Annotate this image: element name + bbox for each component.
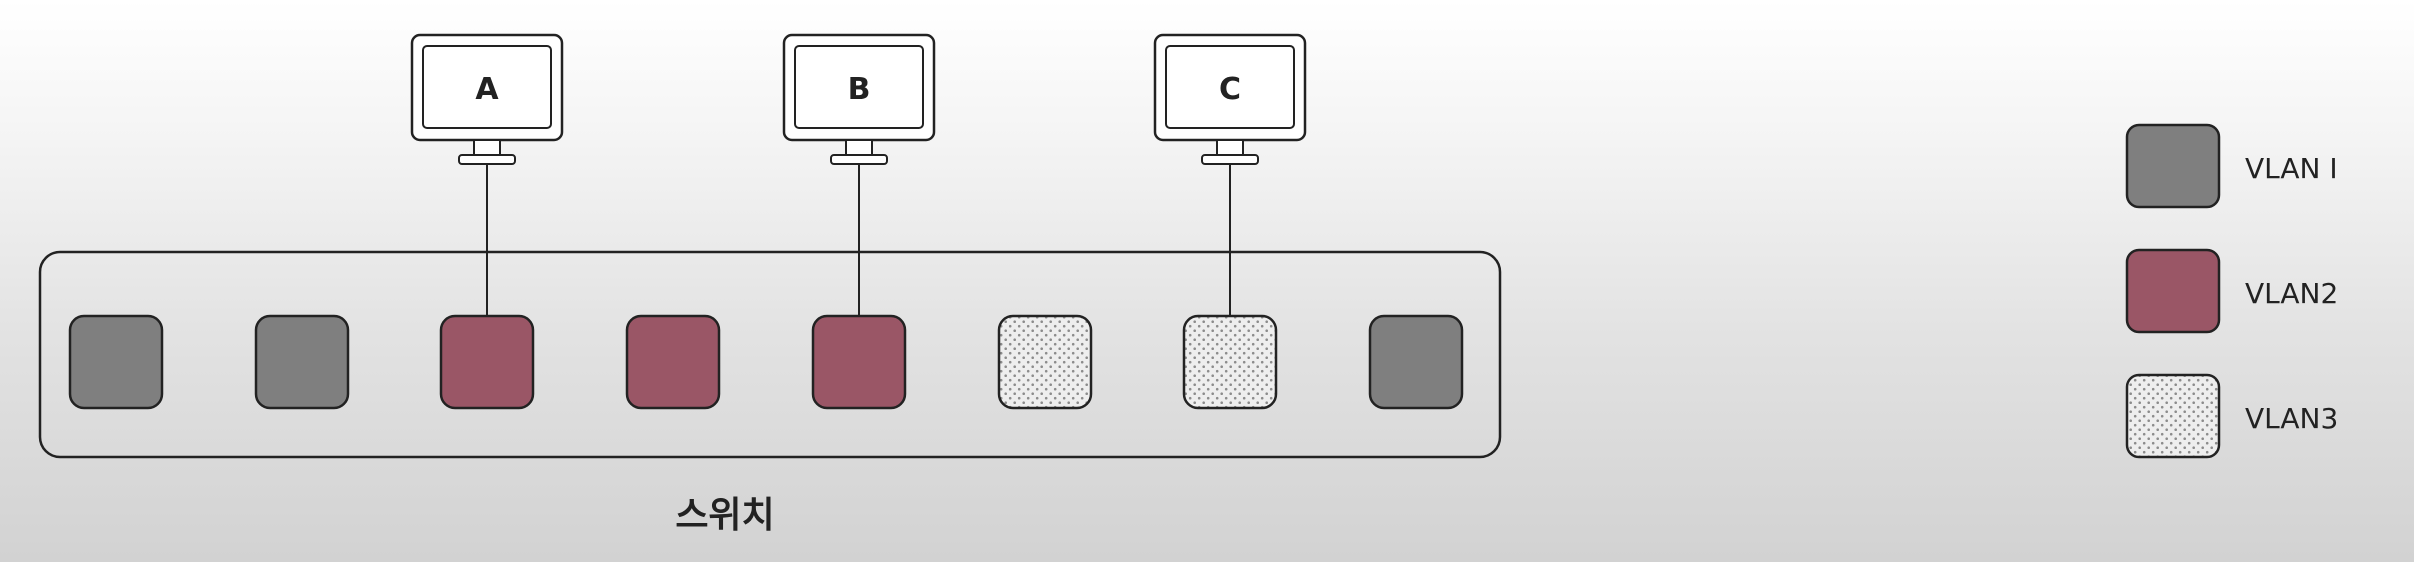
legend-item-vlan2: VLAN2	[2125, 248, 2338, 334]
legend-swatch-vlan1	[2125, 123, 2221, 209]
port-vlan3-6	[997, 314, 1093, 410]
legend-swatch-vlan2	[2125, 248, 2221, 334]
monitor-screen	[422, 45, 552, 129]
computer-b: B	[782, 33, 936, 165]
legend-swatch-vlan3	[2125, 373, 2221, 459]
legend-item-vlan1: VLAN I	[2125, 123, 2338, 209]
computer-label-c: C	[1219, 72, 1241, 107]
switch-label: 스위치	[675, 495, 774, 536]
monitor-screen	[1165, 45, 1295, 129]
monitor-neck	[1216, 139, 1244, 156]
monitor-neck	[473, 139, 501, 156]
port-vlan2-5	[811, 314, 907, 410]
switch-body	[38, 250, 1502, 459]
port-vlan1-8	[1368, 314, 1464, 410]
legend-label-vlan1: VLAN I	[2245, 152, 2338, 185]
computer-a: A	[410, 33, 564, 165]
port-vlan1-2	[254, 314, 350, 410]
port-vlan3-7	[1182, 314, 1278, 410]
switch-ports	[68, 314, 1464, 410]
port-vlan1-1	[68, 314, 164, 410]
legend-label-vlan3: VLAN3	[2245, 402, 2338, 435]
monitor-neck	[845, 139, 873, 156]
port-vlan2-3	[439, 314, 535, 410]
monitor-base	[830, 154, 888, 165]
legend-label-vlan2: VLAN2	[2245, 277, 2338, 310]
legend-item-vlan3: VLAN3	[2125, 373, 2338, 459]
computer-label-a: A	[475, 72, 499, 107]
monitor-screen	[794, 45, 924, 129]
port-vlan2-4	[625, 314, 721, 410]
computer-group: A B C	[410, 33, 1307, 165]
cable-group	[486, 164, 1231, 316]
monitor-base	[458, 154, 516, 165]
computer-label-b: B	[848, 72, 871, 107]
computer-c: C	[1153, 33, 1307, 165]
monitor-base	[1201, 154, 1259, 165]
